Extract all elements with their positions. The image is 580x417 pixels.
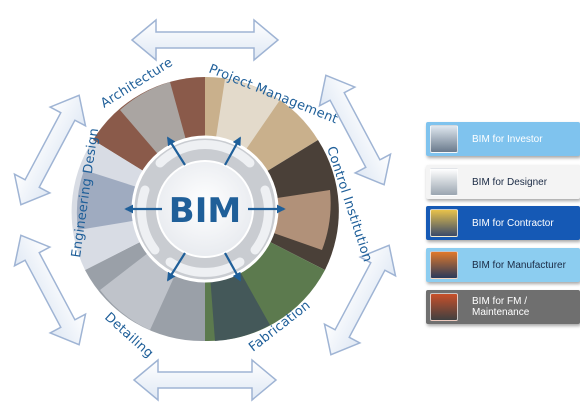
outer-arrow-upper-left xyxy=(13,94,87,206)
radial-arrow-bottom-left xyxy=(167,252,186,282)
center-title: BIM xyxy=(169,191,241,231)
outer-arrow-bottom xyxy=(132,358,278,402)
panel-bim-for-contractor[interactable]: BIM for Contractor xyxy=(426,206,580,240)
panel-label: BIM for FM / Maintenance xyxy=(472,296,530,318)
radial-arrow-bottom-right xyxy=(224,252,241,282)
maintenance-photo-icon xyxy=(430,293,458,321)
outer-arrow-top xyxy=(130,18,280,62)
radial-arrows xyxy=(124,136,286,282)
panel-label: BIM for Investor xyxy=(472,133,543,145)
outer-arrow-upper-right xyxy=(318,74,392,186)
panel-bim-for-investor[interactable]: BIM for Investor xyxy=(426,122,580,156)
radial-arrow-top-left xyxy=(167,136,186,166)
designer-photo-icon xyxy=(430,168,458,196)
manufacturer-photo-icon xyxy=(430,251,458,279)
panel-bim-for-designer[interactable]: BIM for Designer xyxy=(426,165,580,199)
panel-bim-for-fm-maintenance[interactable]: BIM for FM / Maintenance xyxy=(426,290,580,324)
investor-photo-icon xyxy=(430,125,458,153)
panel-bim-for-manufacturer[interactable]: BIM for Manufacturer xyxy=(426,248,580,282)
outer-arrow-lower-left xyxy=(13,234,87,346)
contractor-photo-icon xyxy=(430,209,458,237)
photo-ring xyxy=(71,76,339,342)
panel-label: BIM for Manufacturer xyxy=(472,259,566,271)
outer-arrow-lower-right xyxy=(323,244,397,356)
panel-label: BIM for Contractor xyxy=(472,217,554,229)
panel-label: BIM for Designer xyxy=(472,176,548,188)
radial-arrow-top-right xyxy=(224,136,241,166)
